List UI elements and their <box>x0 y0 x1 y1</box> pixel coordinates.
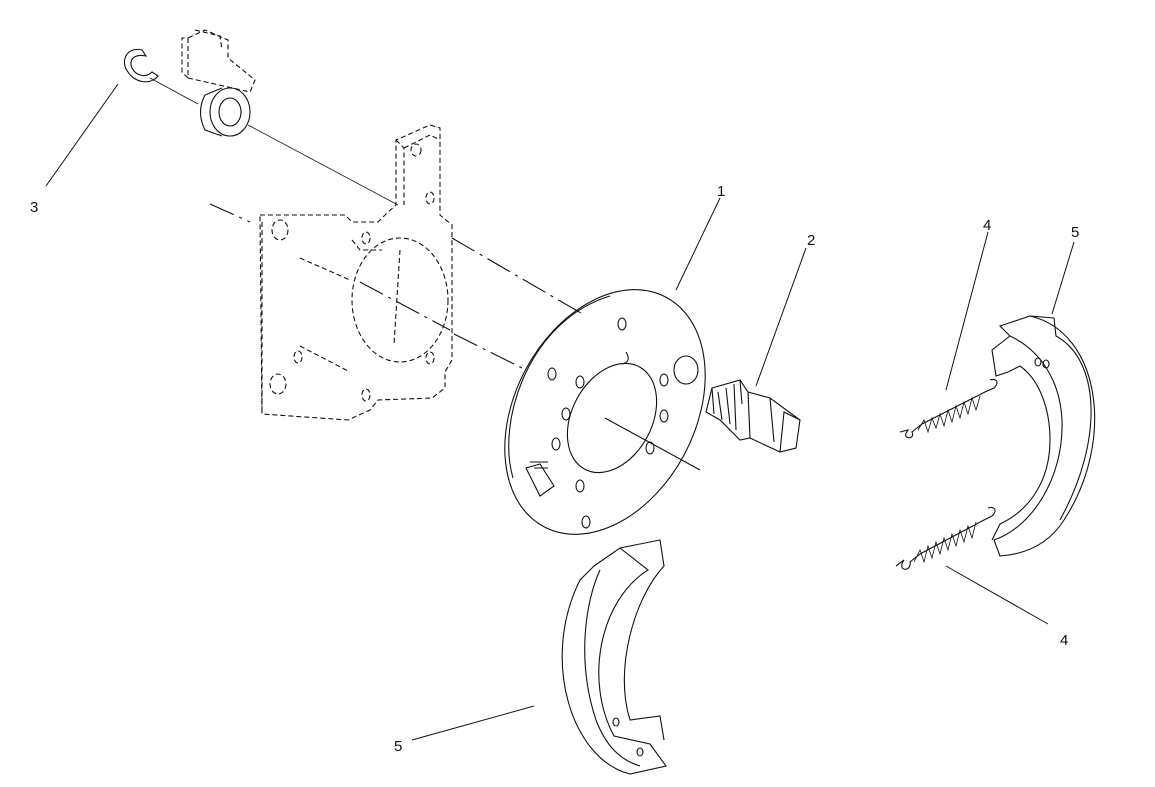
bushing <box>199 87 251 137</box>
callout-4-upper: 4 <box>983 217 991 234</box>
cam-shaft <box>705 379 801 453</box>
callout-4-lower: 4 <box>1060 632 1068 649</box>
brake-shoe-right <box>991 315 1096 557</box>
retaining-ring <box>124 48 159 83</box>
callout-5-right: 5 <box>1071 224 1079 241</box>
mounting-bracket-phantom <box>181 29 453 421</box>
alignment-lines <box>149 77 701 471</box>
callout-2: 2 <box>807 232 815 249</box>
spring-upper <box>899 378 998 439</box>
callout-3: 3 <box>30 199 38 216</box>
callout-5-bottom: 5 <box>394 738 402 755</box>
brake-shoe-bottom <box>561 539 667 775</box>
callout-1: 1 <box>717 183 725 200</box>
backing-plate <box>504 289 706 535</box>
spring-lower <box>895 506 996 570</box>
leader-lines <box>45 83 1075 741</box>
